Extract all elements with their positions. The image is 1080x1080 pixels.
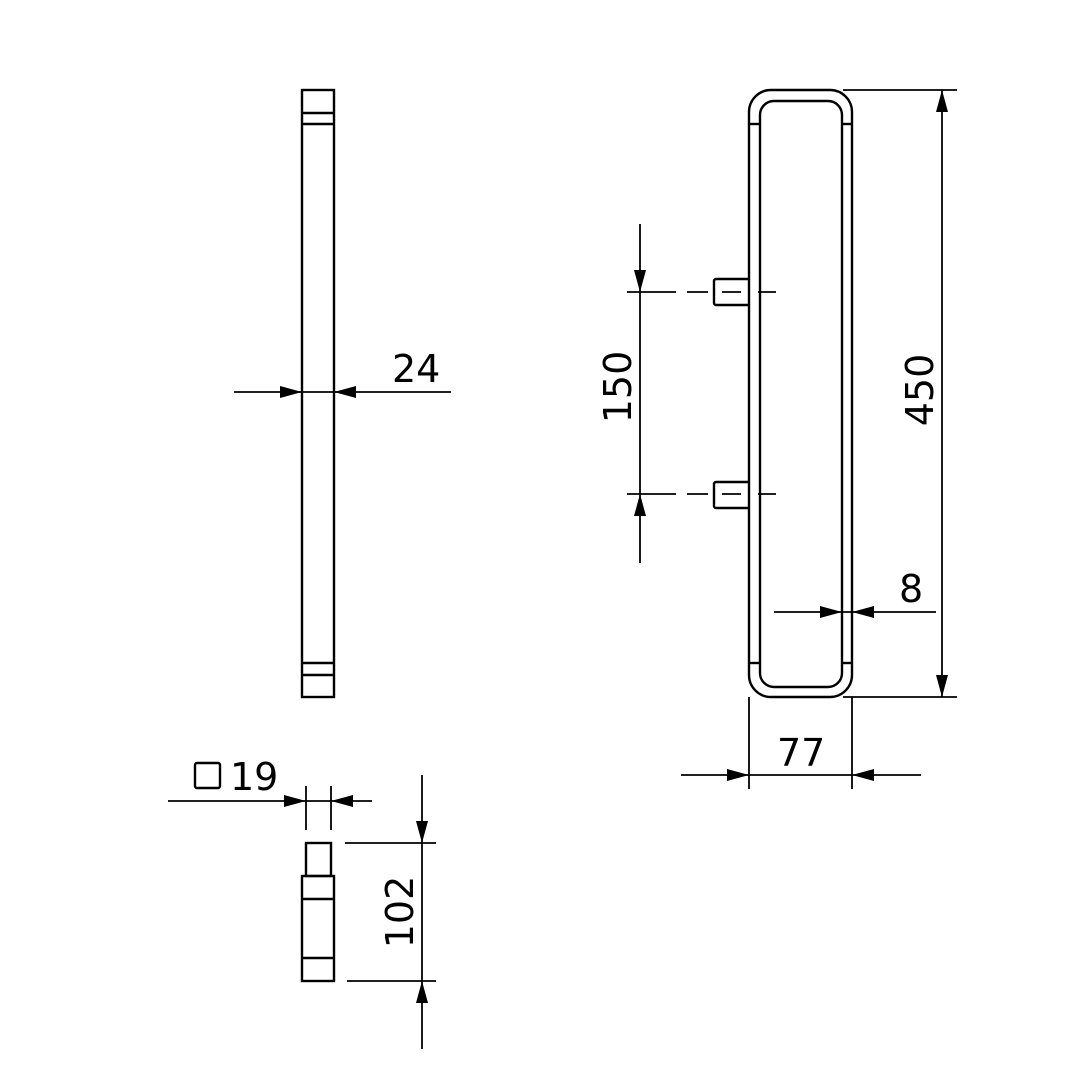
arrowhead: [852, 769, 874, 781]
mounting-post-top: [712, 277, 749, 307]
dimension-spindle-square: 19: [168, 755, 372, 830]
dimension-label-450: 450: [898, 354, 942, 427]
square-spindle: [300, 841, 336, 983]
arrowhead: [416, 981, 428, 1003]
arrowhead: [634, 494, 646, 516]
dimension-label-19: 19: [230, 755, 278, 799]
arrowhead: [936, 90, 948, 112]
arrowhead: [727, 769, 749, 781]
dimension-label-150: 150: [596, 351, 640, 424]
handle-front-view: [687, 88, 854, 699]
dimension-wall-thickness: 8: [774, 567, 936, 618]
dimension-label-24: 24: [392, 347, 440, 391]
dimension-spindle-length: 102: [345, 775, 436, 1049]
arrowhead: [936, 675, 948, 697]
dimension-hole-spacing: 150: [596, 224, 676, 563]
dimension-handle-length: 450: [843, 89, 957, 698]
arrowhead: [284, 795, 306, 807]
arrowhead: [331, 795, 353, 807]
square-section-icon: [193, 761, 222, 790]
dimension-label-102: 102: [378, 876, 422, 949]
arrowhead: [820, 606, 842, 618]
arrowhead: [634, 270, 646, 292]
arrowhead: [280, 386, 302, 398]
arrowhead: [334, 386, 356, 398]
side-view-bar: [300, 88, 336, 699]
dimension-bar-thickness: 24: [234, 347, 451, 398]
dimension-label-8: 8: [899, 567, 923, 611]
arrowhead: [416, 821, 428, 843]
mounting-post-bottom: [712, 480, 749, 510]
dimension-label-77: 77: [777, 731, 825, 775]
dimension-handle-depth: 77: [681, 697, 921, 789]
arrowhead: [852, 606, 874, 618]
